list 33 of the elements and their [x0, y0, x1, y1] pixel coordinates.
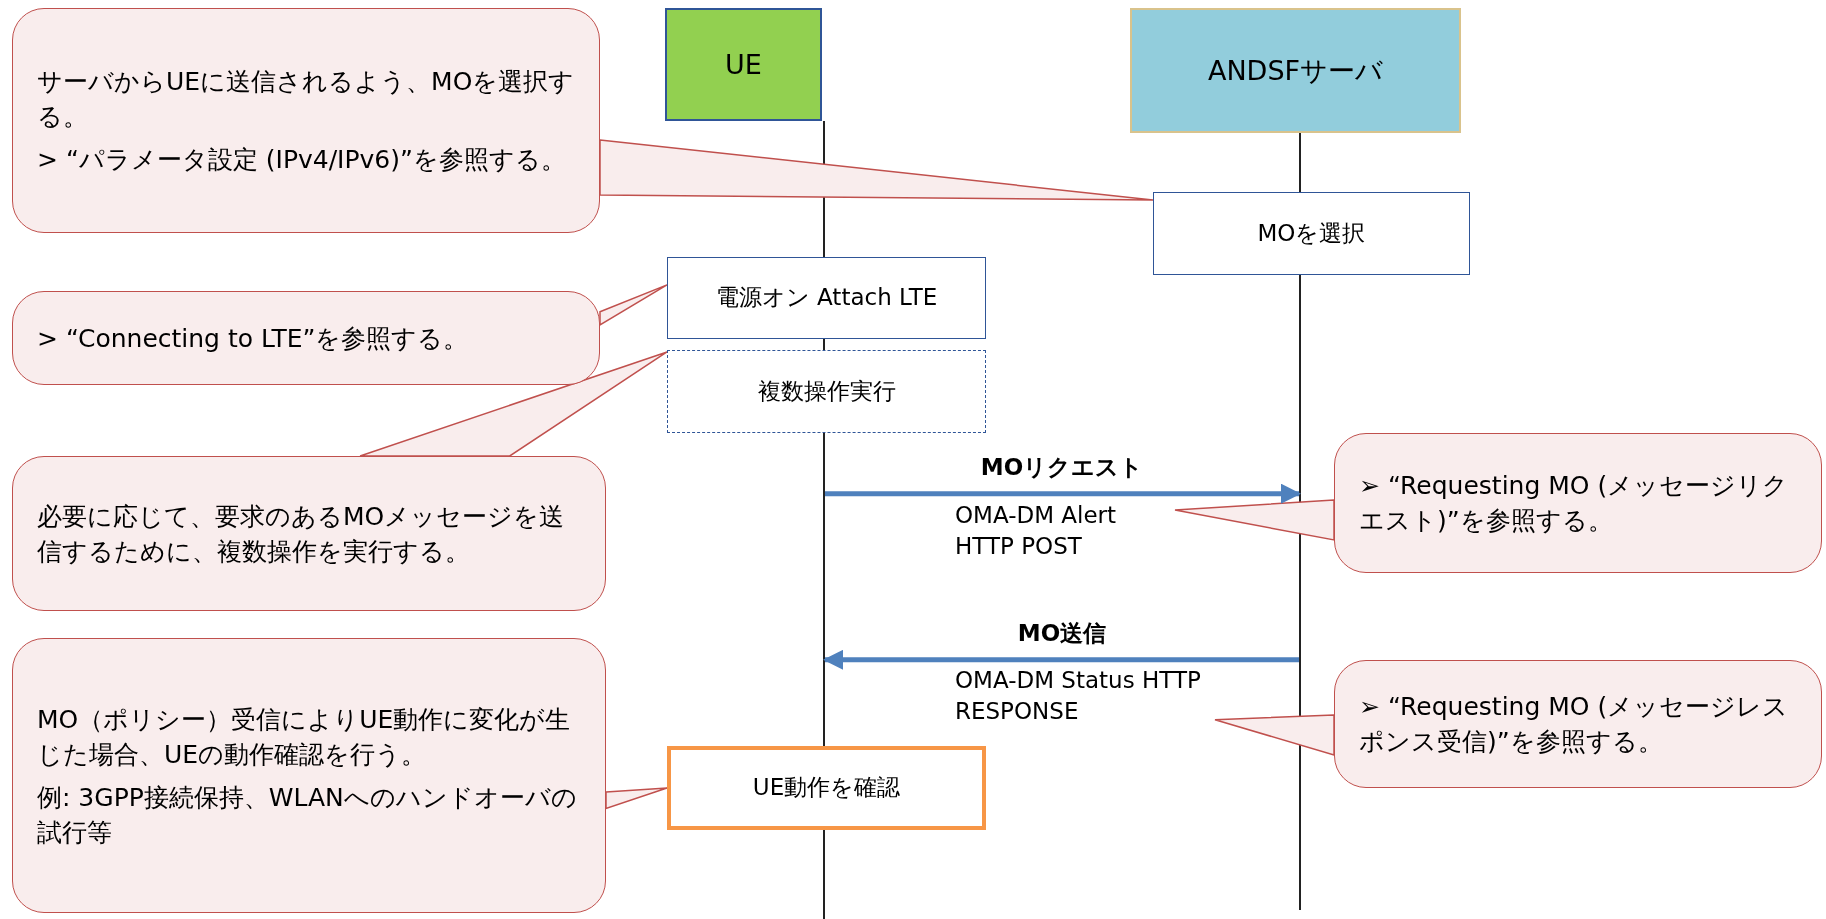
lifeline-header: ANDSFサーバ	[1130, 8, 1461, 133]
callout-text: MO（ポリシー）受信によりUE動作に変化が生じた場合、UEの動作確認を行う。	[37, 703, 572, 771]
message-text: OMA-DM Alert HTTP POST	[955, 500, 1175, 570]
callout-pointer	[599, 139, 1154, 201]
message-arrow	[823, 649, 1299, 670]
callout-text: ➢ “Requesting MO (メッセージリクエスト)”を参照する。	[1359, 470, 1790, 537]
callout	[1334, 660, 1822, 788]
message-text: OMA-DM Status HTTP RESPONSE	[955, 665, 1215, 737]
lifeline	[823, 121, 825, 919]
callout	[12, 638, 606, 913]
callout-text: ➢ “Requesting MO (メッセージレスポンス受信)”を参照する。	[1359, 691, 1790, 758]
callout-pointer	[1174, 499, 1335, 541]
callout-text: > “パラメータ設定 (IPv4/IPv6)”を参照する。	[37, 144, 567, 176]
callout-pointer	[359, 351, 668, 457]
callout	[1334, 433, 1822, 573]
callout-pointer	[605, 787, 668, 810]
callout	[12, 8, 600, 233]
callout-text: > “Connecting to LTE”を参照する。	[37, 322, 470, 355]
process-box: MOを選択	[1153, 192, 1470, 275]
process-box: 複数操作実行	[667, 350, 986, 433]
callout-pointer	[1214, 714, 1335, 756]
callout	[12, 291, 600, 385]
process-box: 電源オン Attach LTE	[667, 257, 986, 339]
lifeline	[1299, 133, 1301, 910]
callout-text: 必要に応じて、要求のあるMOメッセージを送信するために、複数操作を実行する。	[37, 500, 566, 568]
callout-text: 例: 3GPP接続保持、WLANへのハンドオーバの試行等	[37, 781, 578, 849]
lifeline-header: UE	[665, 8, 822, 121]
message-arrow	[825, 483, 1301, 504]
callout-text: サーバからUEに送信されるよう、MOを選択する。	[37, 66, 575, 133]
edge-label: MOリクエスト	[980, 452, 1144, 482]
edge-label: MO送信	[1017, 618, 1107, 648]
process-box: UE動作を確認	[667, 746, 986, 830]
callout-pointer	[599, 284, 668, 327]
